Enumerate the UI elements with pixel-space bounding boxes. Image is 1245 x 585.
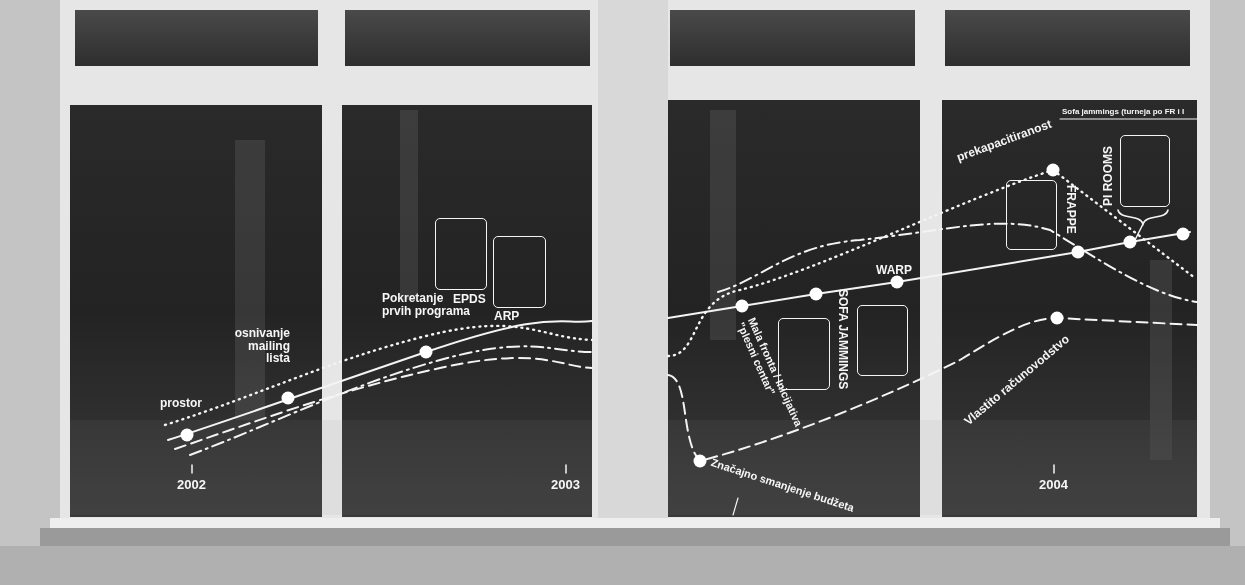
timeline-lines [165, 119, 1197, 515]
timeline-label: Vlastito računovodstvo [962, 333, 1072, 428]
upper-panes [75, 10, 1190, 66]
event-dot [420, 346, 433, 359]
leader-line [1135, 224, 1143, 240]
solid-line [668, 232, 1190, 318]
timeline-label: Pokretanje prvih programa [382, 292, 474, 317]
outlined-box: PI ROOMS [1120, 135, 1170, 207]
event-dot [1072, 246, 1085, 259]
dotted-line [165, 326, 592, 425]
box-label: PI ROOMS [1102, 146, 1115, 206]
reflection [400, 110, 418, 300]
sill [50, 518, 1220, 528]
event-dot [282, 392, 295, 405]
dash-dot-line [718, 224, 1197, 302]
leader-line [733, 498, 738, 515]
window-frame [60, 0, 610, 520]
timeline-label: Sofa jammings (turneja po FR i I [1062, 108, 1184, 116]
box-label: SOFA JAMMINGS [836, 289, 849, 389]
sill-shadow [40, 528, 1230, 546]
bracket [1118, 210, 1168, 224]
event-dot [1177, 228, 1190, 241]
outlined-box: WARP [857, 305, 908, 376]
rule-line [1060, 119, 1197, 120]
wall-base [0, 546, 1245, 585]
event-dot [694, 455, 707, 468]
timeline-label: 2004 [1039, 478, 1068, 492]
outlined-box: SOFA JAMMINGS [778, 318, 830, 390]
glass-pane [945, 10, 1190, 66]
event-dot [891, 276, 904, 289]
timeline-label: 2003 [551, 478, 580, 492]
window-frame [660, 0, 1210, 520]
pillar [598, 0, 668, 520]
reflection [668, 420, 1197, 515]
event-dot [1124, 236, 1137, 249]
timeline-label: 2002 [177, 478, 206, 492]
reflection [710, 110, 736, 340]
glass-pane [75, 10, 318, 66]
glass-pane [670, 10, 915, 66]
dashed-line [175, 358, 592, 449]
outlined-box: EPDS [435, 218, 487, 290]
event-dot [810, 288, 823, 301]
box-label: FRAPPE [1064, 185, 1077, 234]
timeline-dots [181, 164, 1190, 468]
year-tick [192, 465, 1054, 473]
reflection [70, 420, 592, 515]
event-dot [181, 429, 194, 442]
box-label: WARP [876, 264, 912, 277]
glass-pane [345, 10, 590, 66]
event-dot [736, 300, 749, 313]
timeline-label: prekapacitiranost [955, 118, 1053, 164]
reflections [70, 110, 1197, 515]
outlined-box: ARP [493, 236, 546, 308]
timeline-label: Mala fronta / Inicijativa "plesni centar… [735, 316, 813, 453]
outlined-box: FRAPPE [1006, 180, 1057, 250]
timeline-label: osnivanje mailing lista [226, 327, 290, 365]
event-dot [1051, 312, 1064, 325]
box-label: ARP [494, 310, 519, 323]
event-dot [1047, 164, 1060, 177]
lower-panes [70, 100, 1197, 517]
timeline-label: Značajno smanjenje budžeta [709, 457, 855, 514]
reflection [235, 140, 265, 420]
solid-line [168, 321, 592, 440]
dash-dot-line [190, 346, 592, 455]
timeline-label: prostor [160, 397, 202, 410]
